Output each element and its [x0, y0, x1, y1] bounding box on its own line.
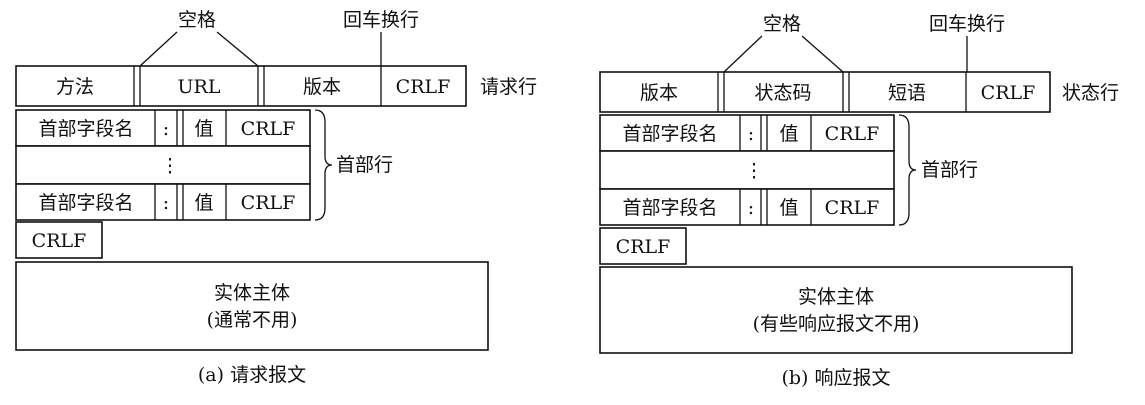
response-body-note: (有些响应报文不用)	[753, 313, 920, 335]
request-body-note: (通常不用)	[207, 309, 298, 331]
status-line-label: 状态行	[1062, 82, 1119, 104]
method-field: 方法	[56, 76, 94, 98]
response-space-pointer-right	[801, 35, 844, 73]
url-field: URL	[178, 76, 221, 98]
request-space-pointer-right	[216, 31, 259, 67]
request-header-brace	[314, 109, 333, 221]
header-crlf: CRLF	[825, 123, 880, 145]
header-crlf: CRLF	[241, 118, 296, 140]
header-colon: :	[748, 123, 754, 145]
request-line-label: 请求行	[480, 76, 537, 98]
header-ellipsis: ⋮	[745, 160, 764, 182]
header-crlf: CRLF	[241, 192, 296, 214]
response-space-pointer-left	[723, 35, 763, 73]
header-colon: :	[748, 197, 754, 219]
header-crlf: CRLF	[825, 197, 880, 219]
status-line-crlf: CRLF	[981, 82, 1036, 104]
response-header-label: 首部行	[921, 159, 978, 181]
response-version-field: 版本	[640, 82, 678, 104]
header-field-name: 首部字段名	[38, 118, 133, 140]
request-space-pointer-left	[139, 31, 178, 67]
request-crlf-annotation: 回车换行	[343, 9, 419, 31]
request-space-annotation: 空格	[178, 9, 216, 31]
request-line-frame	[15, 65, 467, 107]
request-caption: (a) 请求报文	[198, 364, 306, 386]
phrase-field: 短语	[888, 82, 926, 104]
response-entity-body	[599, 266, 1073, 354]
response-crlf-annotation: 回车换行	[929, 13, 1005, 35]
header-colon: :	[163, 192, 169, 214]
status-line-frame	[599, 71, 1051, 113]
response-space-annotation: 空格	[763, 13, 801, 35]
header-value: 值	[194, 192, 213, 214]
response-caption: (b) 响应报文	[781, 367, 890, 389]
response-header-brace	[898, 114, 917, 226]
header-value: 值	[779, 123, 798, 145]
request-blank-line	[15, 221, 103, 259]
header-colon: :	[163, 118, 169, 140]
request-body-title: 实体主体	[214, 282, 290, 304]
response-message-diagram: 空格 回车换行 版本 状态码 短语 CRLF 状态行 首部字段名 : 值	[599, 13, 1119, 389]
header-ellipsis: ⋮	[161, 155, 180, 177]
response-body-title: 实体主体	[798, 286, 874, 308]
request-header-label: 首部行	[336, 154, 393, 176]
header-field-name: 首部字段名	[622, 197, 717, 219]
response-blank-line	[599, 227, 687, 265]
request-message-diagram: 空格 回车换行 方法 URL 版本 CRLF 请求行 首部字段名 :	[15, 9, 537, 386]
version-field: 版本	[303, 76, 341, 98]
request-line-crlf: CRLF	[396, 76, 451, 98]
request-header-lines: 首部字段名 : 值 CRLF ⋮ 首部字段名 : 值 CRLF	[15, 109, 311, 221]
header-field-name: 首部字段名	[622, 123, 717, 145]
header-value: 值	[194, 118, 213, 140]
header-value: 值	[779, 197, 798, 219]
status-line: 版本 状态码 短语 CRLF	[599, 71, 1051, 113]
response-blank-crlf: CRLF	[616, 236, 671, 258]
status-code-field: 状态码	[754, 82, 811, 104]
header-field-name: 首部字段名	[38, 192, 133, 214]
request-blank-crlf: CRLF	[32, 230, 87, 252]
request-line: 方法 URL 版本 CRLF	[15, 65, 467, 107]
request-entity-body	[15, 261, 489, 351]
response-header-lines: 首部字段名 : 值 CRLF ⋮ 首部字段名 : 值 CRLF	[599, 114, 895, 226]
